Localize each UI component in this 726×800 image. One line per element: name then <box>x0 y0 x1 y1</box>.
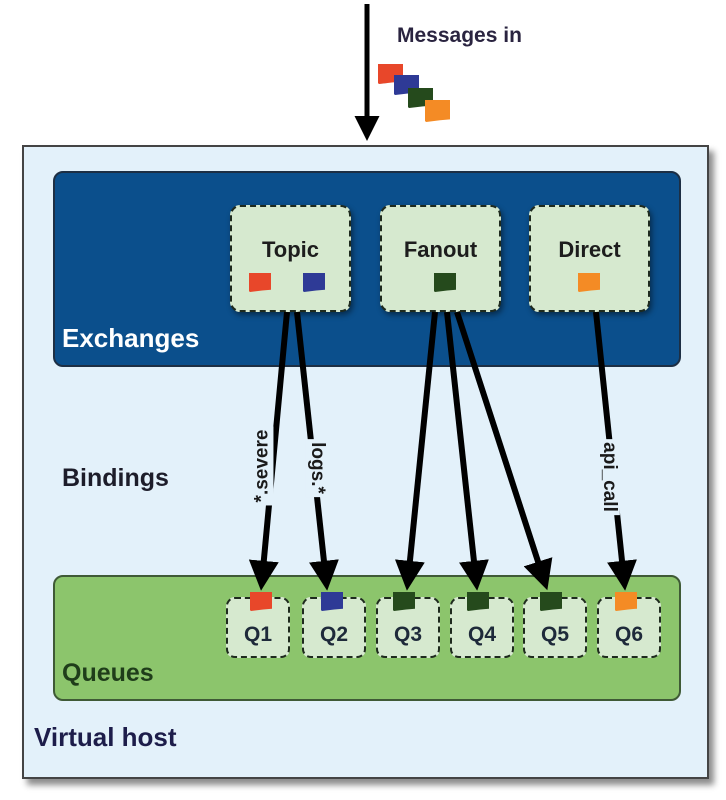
message-icon-red <box>249 273 271 292</box>
exchanges-label: Exchanges <box>62 323 200 353</box>
virtual-host-label: Virtual host <box>34 722 177 752</box>
message-icon-blue <box>303 273 325 292</box>
queues-label: Queues <box>62 659 154 687</box>
queue-q5-label: Q5 <box>540 623 569 646</box>
queue-q4-message-icon <box>467 592 489 611</box>
binding-arrow-fanout-q5 <box>454 311 553 591</box>
binding-key-severe: *.severe <box>251 426 274 506</box>
queue-q3-label: Q3 <box>393 623 422 646</box>
queue-q1-label: Q1 <box>243 623 272 646</box>
queue-q6-label: Q6 <box>614 623 643 646</box>
binding-arrow-fanout-q4 <box>444 311 489 591</box>
exchange-direct[interactable]: Direct <box>529 205 650 312</box>
bindings-label: Bindings <box>62 464 169 492</box>
queue-q5-message-icon <box>540 592 562 611</box>
binding-key-logs: logs.* <box>305 439 328 497</box>
exchange-fanout[interactable]: Fanout <box>380 205 501 312</box>
exchange-direct-label: Direct <box>558 237 621 262</box>
binding-key-api-call: api_call <box>597 439 620 515</box>
incoming-messages-stack <box>378 62 458 126</box>
queue-q3-message-icon <box>393 592 415 611</box>
binding-arrow-fanout-q3 <box>395 311 438 591</box>
message-icon-orange <box>578 273 600 292</box>
queue-q6-message-icon <box>615 592 637 611</box>
queue-q1-message-icon <box>250 592 272 611</box>
exchange-topic[interactable]: Topic <box>230 205 351 312</box>
messages-in-label: Messages in <box>397 24 522 47</box>
exchange-fanout-label: Fanout <box>403 237 478 262</box>
message-icon-green <box>434 273 456 292</box>
queue-q4-label: Q4 <box>467 623 496 646</box>
binding-arrow-topic-q1 <box>248 311 290 591</box>
queue-q5[interactable]: Q5 <box>523 597 587 658</box>
queue-q2-label: Q2 <box>319 623 348 646</box>
queue-q2-message-icon <box>321 592 343 611</box>
message-icon-orange <box>425 100 450 122</box>
exchange-topic-label: Topic <box>261 237 320 262</box>
